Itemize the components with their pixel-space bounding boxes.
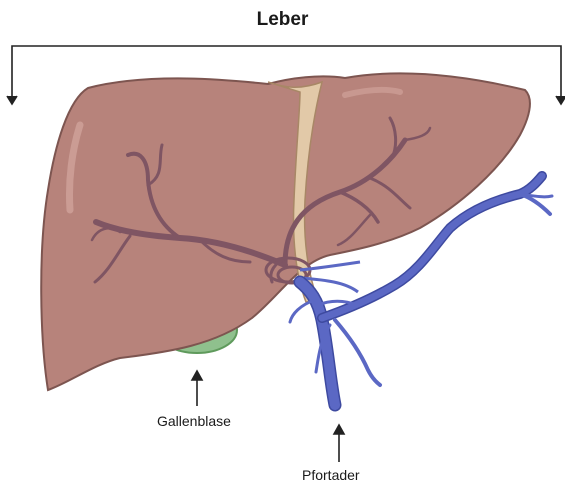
gallbladder-label: Gallenblase <box>157 413 231 429</box>
liver-shape <box>41 74 530 390</box>
portal-vein-label: Pfortader <box>302 467 360 483</box>
arrow-gallbladder <box>192 371 202 406</box>
arrow-portal-vein <box>334 425 344 462</box>
liver-label: Leber <box>0 9 565 31</box>
